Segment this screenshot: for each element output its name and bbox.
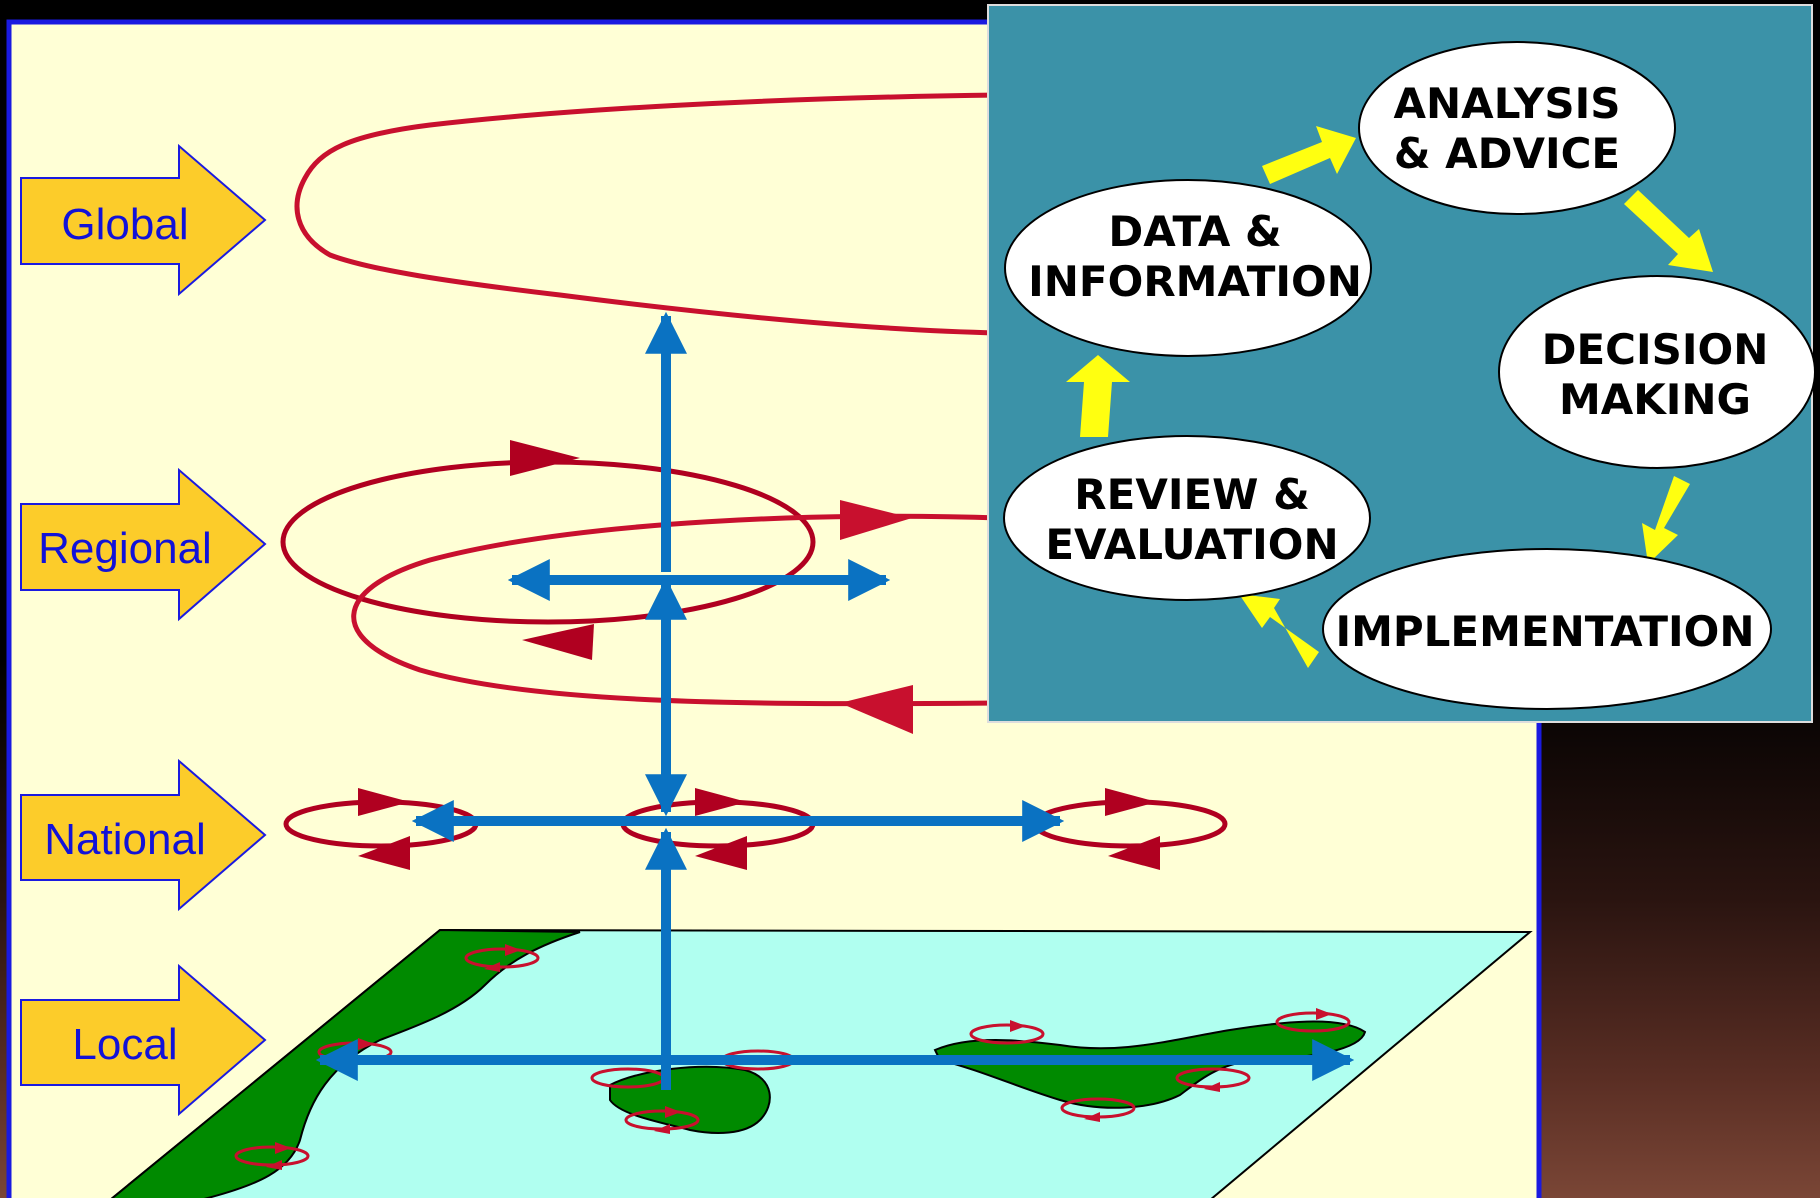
step-label: DATA & [1108,207,1281,256]
thick-arrow-icon [1624,190,1713,272]
flow-arrowhead [654,1124,670,1134]
regional-loops [280,440,1001,734]
flow-arrowhead [1204,1082,1220,1092]
local-loop [464,947,540,969]
cycle-arrows [1066,126,1713,668]
flow-arrowhead [840,685,913,734]
level-regional: Regional [20,467,267,622]
flow-arrowhead [1105,788,1157,816]
flow-arrowhead [1010,1020,1026,1032]
level-label-regional: Regional [38,524,212,573]
blue-flows [315,311,1355,1090]
flow-arrowhead [358,788,410,816]
thick-arrow-icon [1642,476,1690,564]
local-loop [1275,1011,1351,1033]
flow-arrowhead [510,440,580,476]
flow-arrowhead [358,836,410,870]
level-arrows: Global Regional National Local [20,143,267,1117]
flow-arrowhead [665,1106,681,1118]
thick-arrow-icon [1066,355,1130,437]
block-arrow-right-icon [20,963,267,1117]
level-label-global: Global [61,200,188,249]
level-national: National [20,758,267,912]
cycle-step-data: DATA & INFORMATION [1004,179,1372,357]
flow-arrowhead [1108,836,1160,870]
level-local: Local [20,963,267,1117]
step-label: DECISION [1542,325,1769,374]
cycle-step-decision: DECISION MAKING [1498,275,1816,469]
cycle-step-implementation: IMPLEMENTATION [1322,548,1772,710]
block-arrow-right-icon [20,467,267,622]
cycle-panel: ANALYSIS & ADVICE DECISION MAKING IMPLEM… [987,4,1816,723]
step-label: ANALYSIS [1394,79,1621,128]
global-loop [294,92,1001,336]
flow-arrowhead [505,944,521,956]
flow-arrowhead [1084,1112,1100,1122]
flow-arrowhead [840,500,912,540]
cycle-step-analysis: ANALYSIS & ADVICE [1358,41,1676,215]
flow-arrowhead [266,1160,282,1170]
level-label-local: Local [72,1020,177,1069]
level-label-national: National [44,815,205,864]
step-label: INFORMATION [1028,257,1362,306]
step-oval [1322,548,1772,710]
block-arrow-right-icon [20,758,267,912]
flow-arrowhead [275,1142,291,1154]
flow-arrowhead [1316,1008,1332,1020]
level-global: Global [20,143,267,297]
step-oval [1498,275,1816,469]
step-label: REVIEW & [1074,470,1309,519]
regional-loop-east [351,513,1001,707]
step-label: MAKING [1559,375,1751,424]
flow-arrowhead [695,836,747,870]
flow-arrowhead [522,624,594,660]
step-oval [1004,179,1372,357]
thick-arrow-icon [1239,594,1319,668]
thick-arrow-icon [1262,126,1356,184]
flow-arrowhead [484,962,500,972]
step-label: EVALUATION [1045,520,1338,569]
step-label: & ADVICE [1394,129,1620,178]
step-oval [1358,41,1676,215]
block-arrow-right-icon [20,143,267,297]
step-oval [1003,435,1371,601]
step-label: IMPLEMENTATION [1335,607,1754,656]
cycle-step-review: REVIEW & EVALUATION [1003,435,1371,601]
